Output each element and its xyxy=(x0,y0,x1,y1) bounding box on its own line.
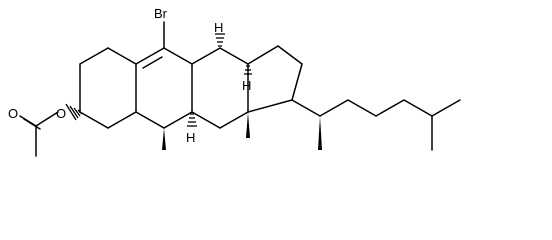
molecule-structure-diagram: Br O O H H H xyxy=(8,6,461,157)
double-bond-c5-c6 xyxy=(142,56,163,69)
side-chain-bonds xyxy=(291,99,461,151)
ring-d-bonds xyxy=(247,45,303,113)
ring-b-bonds xyxy=(135,47,193,129)
oxygen-ester-label: O xyxy=(56,106,66,121)
oxygen-carbonyl-label: O xyxy=(8,106,18,121)
hydrogen-c14-label: H xyxy=(242,78,251,93)
ring-a-bonds xyxy=(79,47,137,129)
wedge-c20-methyl xyxy=(318,116,322,150)
wedge-c10-methyl xyxy=(162,128,166,150)
wedge-c13-methyl xyxy=(246,112,250,138)
hash-c3-oxygen xyxy=(65,103,83,121)
hydrogen-c9-label: H xyxy=(186,130,195,145)
hydrogen-c8-label: H xyxy=(214,20,223,35)
ring-c-bonds xyxy=(191,47,249,129)
hash-c8-hydrogen xyxy=(215,33,225,47)
acetate-group-bonds xyxy=(19,111,59,157)
hash-c9-hydrogen xyxy=(187,113,197,127)
bromine-label: Br xyxy=(154,6,168,21)
hash-c14-hydrogen xyxy=(244,65,252,75)
